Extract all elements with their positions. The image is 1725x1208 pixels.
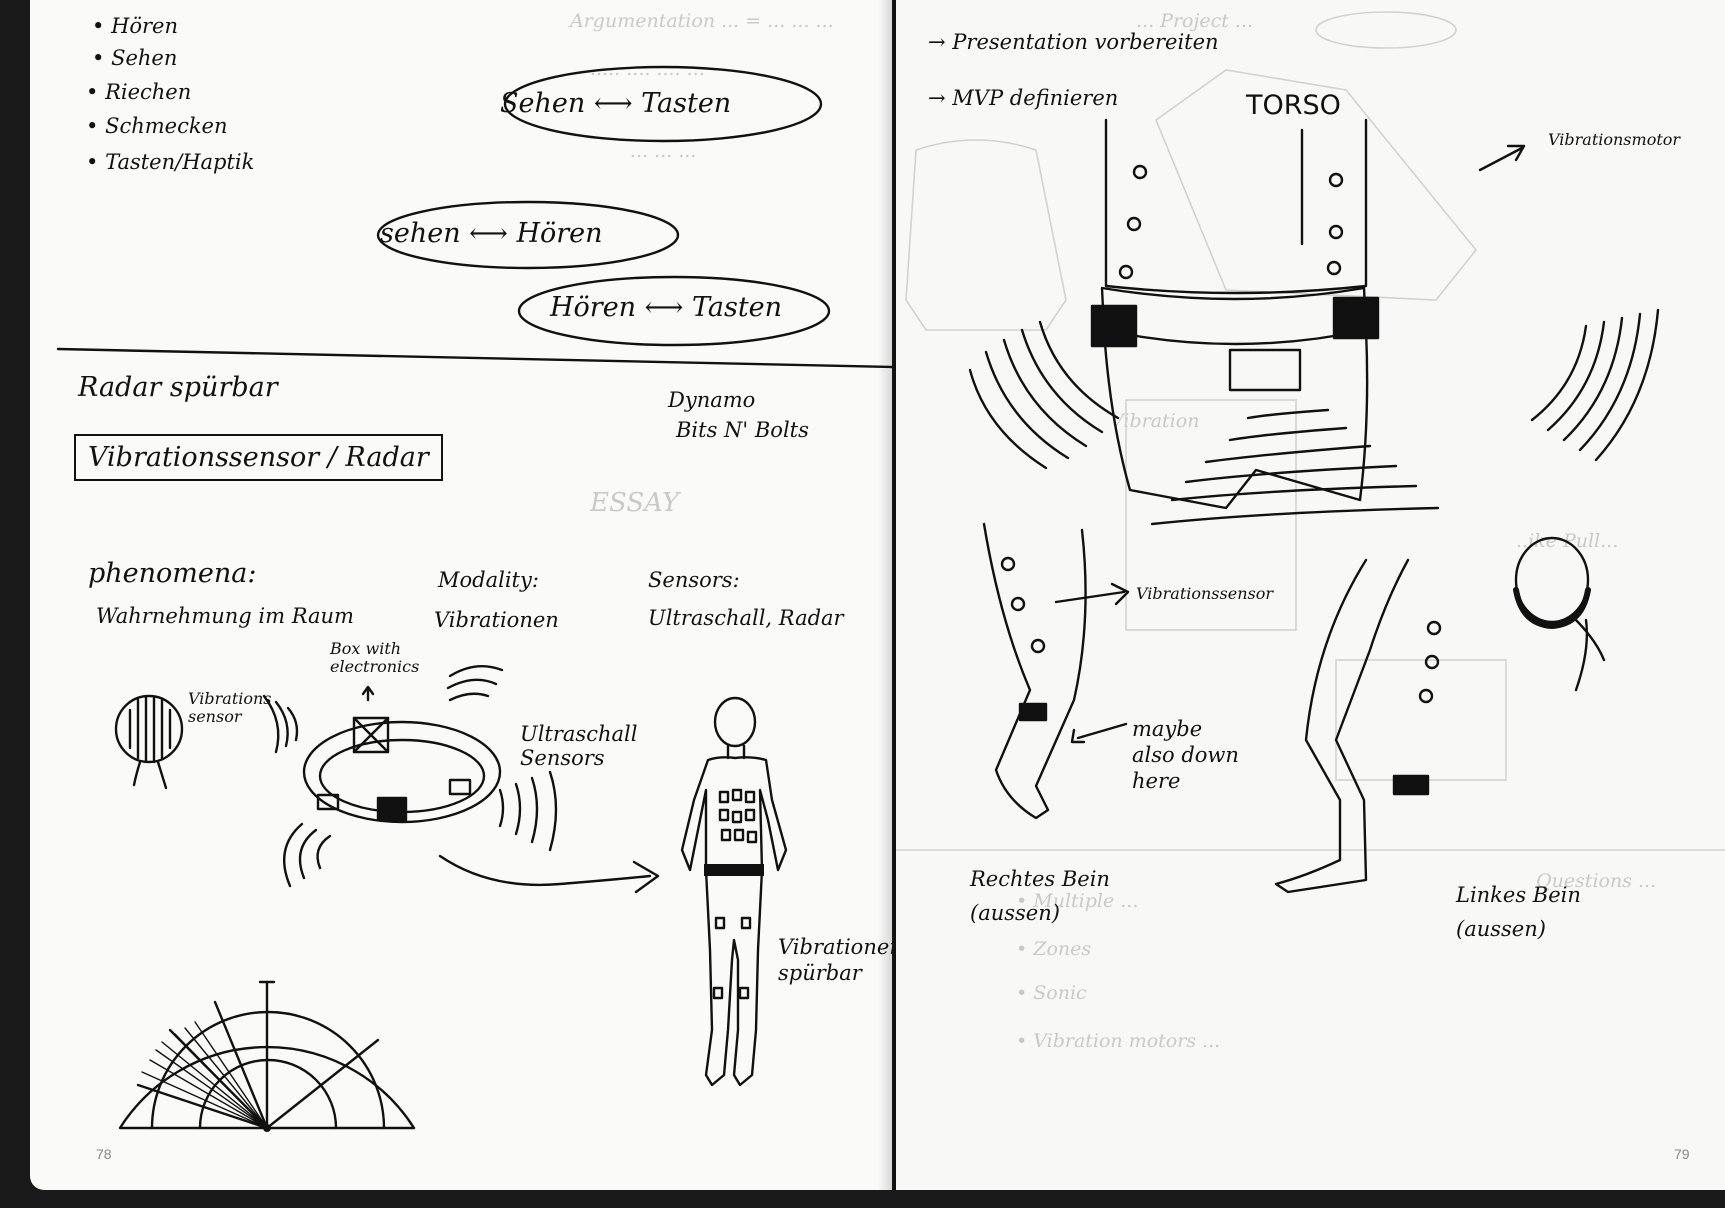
sense-pair-ellipses <box>56 65 892 369</box>
bleed-through-text: • Zones <box>1016 938 1092 960</box>
bleed-through-text: • Multiple ... <box>1016 890 1139 912</box>
pair-right: Hören <box>516 218 603 249</box>
motor-pointer-arrow <box>1478 146 1524 172</box>
bleed-through-text: ESSAY <box>590 488 680 518</box>
sense-item: • Riechen <box>86 80 192 104</box>
sensor-belt-icon <box>262 664 558 888</box>
notebook-page-left: • Hören • Sehen • Riechen • Schmecken • … <box>30 0 892 1190</box>
modality-label: Modality: <box>438 568 539 592</box>
pair-right: Tasten <box>641 88 732 119</box>
ellipse-outline <box>376 200 680 270</box>
bleed-through-text: ... ... ... <box>630 140 697 162</box>
arrow-head <box>1506 144 1526 162</box>
pair-left: sehen <box>380 218 461 249</box>
sensors-label: Sensors: <box>648 568 740 592</box>
torso-label: TORSO <box>1246 90 1341 121</box>
notebook-page-right: ... Project ... Vibration ..ike Pull... … <box>896 0 1725 1190</box>
vibrationssensor-label: Vibrationssensor <box>1136 584 1273 603</box>
sense-label: Schmecken <box>105 114 228 138</box>
phenomena-value: Wahrnehmung im Raum <box>96 604 354 628</box>
sensors-value: Ultraschall, Radar <box>648 606 844 630</box>
belt-and-figure-sketch <box>114 664 788 1132</box>
right-leg-label: Rechtes Bein (aussen) <box>970 867 1110 925</box>
bleed-through-text: Questions ... <box>1536 870 1657 892</box>
todo-label: Presentation vorbereiten <box>952 30 1219 54</box>
phenomena-label: phenomena: <box>88 558 257 589</box>
todo-item: → MVP definieren <box>928 86 1119 110</box>
sense-pair: Sehen ⟷ Tasten <box>500 88 732 119</box>
pair-right: Tasten <box>691 292 783 323</box>
section-divider <box>56 347 892 369</box>
todo-label: MVP definieren <box>952 86 1119 110</box>
sense-item: • Sehen <box>92 46 178 70</box>
vibration-sensor-icon <box>114 694 184 790</box>
page-number: 78 <box>96 1146 112 1162</box>
pair-left: Hören <box>550 292 637 323</box>
bleed-through-text: ... Project ... <box>1136 10 1254 32</box>
sense-label: Sehen <box>111 46 178 70</box>
torso-and-legs-sketch <box>896 11 1725 894</box>
boxed-title: Vibrationssensor / Radar <box>74 434 443 481</box>
right-leg-figure <box>982 522 1130 820</box>
vibrationsmotor-label: Vibrationsmotor <box>1548 130 1681 149</box>
box-label: Box with electronics <box>330 639 420 676</box>
left-leg-figure <box>1274 536 1606 894</box>
vibration-spurbar-label: Vibrationen spürbar <box>778 935 892 985</box>
arrow-head <box>632 860 660 894</box>
belt-to-body-arrow <box>438 854 652 887</box>
sense-item: • Schmecken <box>86 114 228 138</box>
ellipse-outline <box>517 275 831 347</box>
sense-item: • Tasten/Haptik <box>86 150 255 174</box>
left-leg-label: Linkes Bein (aussen) <box>1456 883 1581 941</box>
torso-figure <box>1090 118 1380 510</box>
ultraschall-label: Ultraschall Sensors <box>520 722 638 770</box>
bleed-through-text: Vibration <box>1110 410 1200 432</box>
bleed-through-text: • Sonic <box>1016 982 1087 1004</box>
dynamo-line: Dynamo <box>668 388 756 412</box>
maybe-label: maybe also down here <box>1132 717 1239 793</box>
ellipse-outline <box>503 65 823 143</box>
bleed-through-text: ..... .... .... ... <box>590 58 705 80</box>
sense-label: Riechen <box>105 80 192 104</box>
modality-value: Vibrationen <box>434 608 559 632</box>
sense-pair: sehen ⟷ Hören <box>380 218 603 249</box>
dynamo-line: Bits N' Bolts <box>676 418 809 442</box>
sense-label: Tasten/Haptik <box>105 150 255 174</box>
radar-fan-icon <box>118 980 416 1132</box>
sense-pair: Hören ⟷ Tasten <box>550 292 783 323</box>
sense-item: • Hören <box>92 14 179 38</box>
vibration-sensor-label: Vibrations sensor <box>188 689 272 726</box>
vibration-waves-icon <box>968 308 1660 526</box>
page-number: 79 <box>1674 1146 1690 1162</box>
todo-item: → Presentation vorbereiten <box>928 30 1219 54</box>
radar-title: Radar spürbar <box>78 372 278 403</box>
bleed-through-text: • Vibration motors ... <box>1016 1030 1221 1052</box>
sense-label: Hören <box>111 14 179 38</box>
body-figure <box>680 696 788 1087</box>
pair-left: Sehen <box>500 88 586 119</box>
bleed-through-text: Argumentation ... = ... ... ... <box>570 10 834 32</box>
